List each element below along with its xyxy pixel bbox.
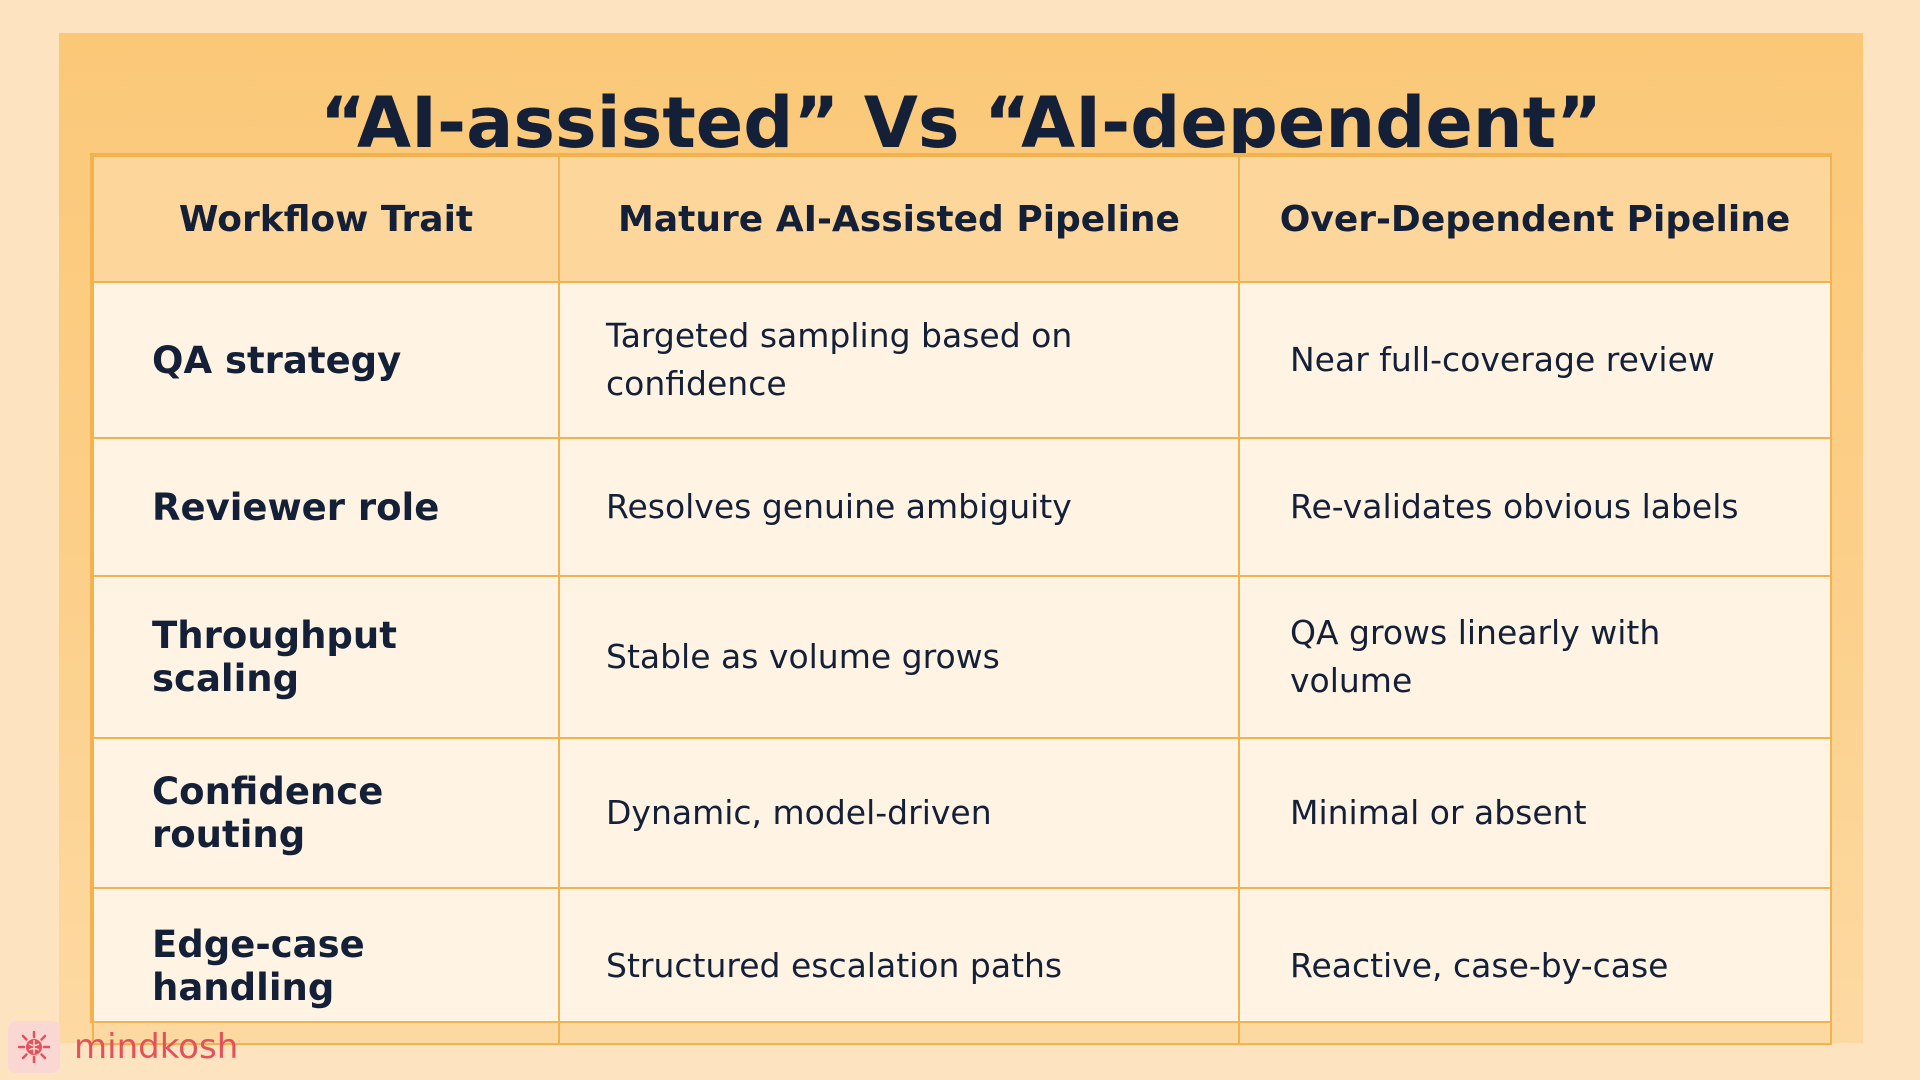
dependent-cell: Reactive, case-by-case: [1238, 887, 1832, 1045]
column-header-mature-pipeline: Mature AI-Assisted Pipeline: [558, 155, 1240, 283]
dependent-cell: Minimal or absent: [1238, 737, 1832, 889]
brand-footer: mindkosh: [8, 1020, 238, 1074]
table-row: Confidence routing Dynamic, model-driven…: [92, 737, 1832, 889]
table-body: QA strategy Targeted sampling based on c…: [92, 281, 1832, 1045]
column-header-over-dependent-pipeline: Over-Dependent Pipeline: [1238, 155, 1832, 283]
comparison-table-container: Workflow Trait Mature AI-Assisted Pipeli…: [90, 153, 1832, 1045]
mature-cell: Stable as volume grows: [558, 575, 1240, 739]
table-row: Throughput scaling Stable as volume grow…: [92, 575, 1832, 739]
brain-logo-icon: [8, 1021, 60, 1073]
brand-name: mindkosh: [74, 1027, 239, 1067]
mature-cell: Targeted sampling based on confidence: [558, 281, 1240, 439]
table-row: Reviewer role Resolves genuine ambiguity…: [92, 437, 1832, 577]
table-row: QA strategy Targeted sampling based on c…: [92, 281, 1832, 439]
table-row: Edge-case handling Structured escalation…: [92, 887, 1832, 1045]
page-title: “AI-assisted” Vs “AI-dependent”: [319, 82, 1603, 164]
comparison-table: Workflow Trait Mature AI-Assisted Pipeli…: [92, 155, 1832, 1045]
column-header-workflow-trait: Workflow Trait: [92, 155, 560, 283]
trait-cell: Reviewer role: [92, 437, 560, 577]
dependent-cell: QA grows linearly with volume: [1238, 575, 1832, 739]
table-header: Workflow Trait Mature AI-Assisted Pipeli…: [92, 155, 1832, 283]
dependent-cell: Near full-coverage review: [1238, 281, 1832, 439]
dependent-cell: Re-validates obvious labels: [1238, 437, 1832, 577]
header-row: Workflow Trait Mature AI-Assisted Pipeli…: [92, 155, 1832, 283]
mature-cell: Structured escalation paths: [558, 887, 1240, 1045]
trait-cell: Throughput scaling: [92, 575, 560, 739]
trait-cell: Confidence routing: [92, 737, 560, 889]
trait-cell: Edge-case handling: [92, 887, 560, 1045]
mature-cell: Resolves genuine ambiguity: [558, 437, 1240, 577]
trait-cell: QA strategy: [92, 281, 560, 439]
mature-cell: Dynamic, model-driven: [558, 737, 1240, 889]
